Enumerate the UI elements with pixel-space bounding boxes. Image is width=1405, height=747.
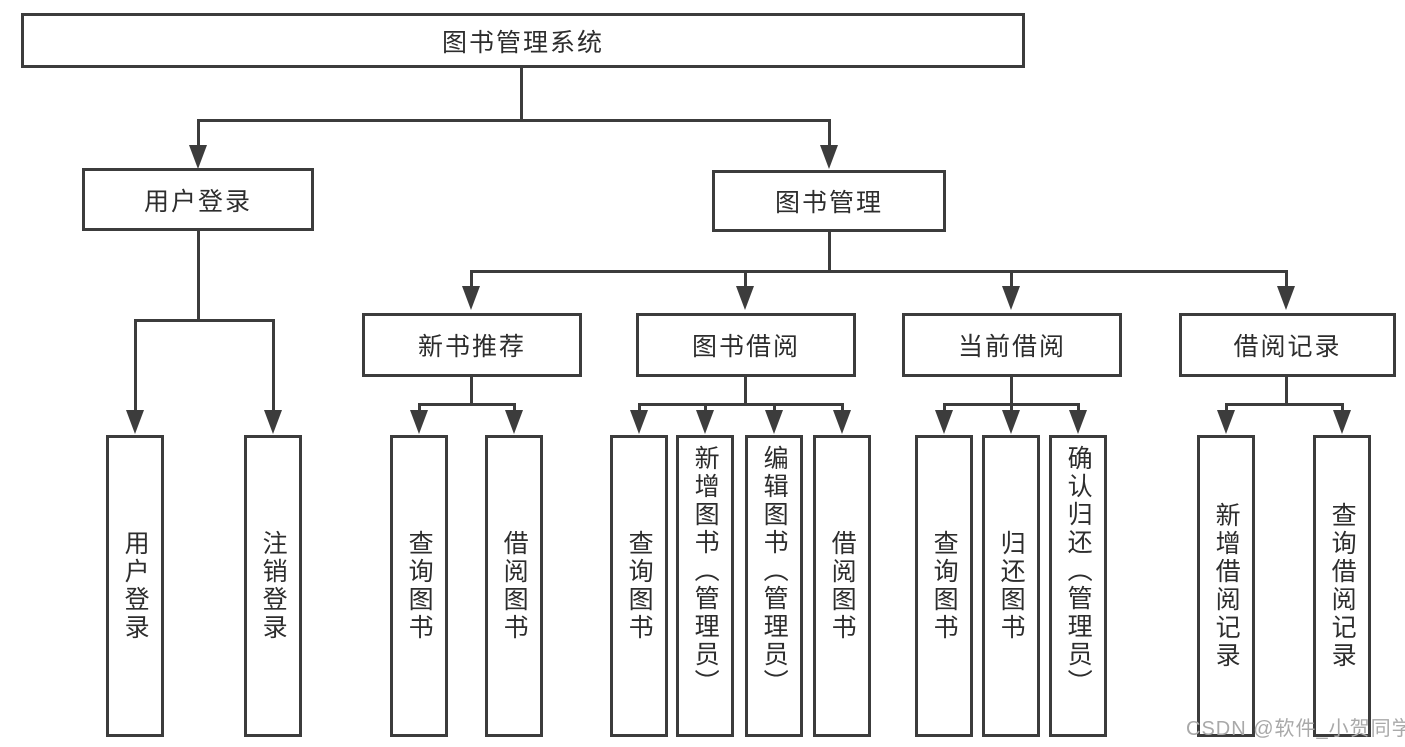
arrowhead-icon [462,286,480,310]
connector-stem [841,403,844,412]
leaf-query-borrow-record: 查询借阅记录 [1313,435,1371,737]
leaf-user-login: 用户登录 [106,435,164,737]
leaf-label: 新增借阅记录 [1212,502,1241,670]
connector-stem [828,232,831,273]
connector-stem [1077,403,1080,412]
connector-root-stem [520,66,523,121]
leaf-label: 查询图书 [405,530,434,642]
leaf-query-books-2: 查询图书 [610,435,668,737]
arrowhead-icon [630,410,648,434]
connector-stem [470,270,473,287]
watermark-text: CSDN @软件_小贺同学 [1186,718,1405,740]
leaf-label: 借阅图书 [500,530,529,642]
connector-stem [134,319,137,411]
arrowhead-icon [1002,286,1020,310]
arrowhead-icon [1069,410,1087,434]
connector-stem [272,319,275,411]
arrowhead-icon [935,410,953,434]
node-book-borrow: 图书借阅 [636,313,856,377]
arrowhead-icon [410,410,428,434]
connector-stem [1341,403,1344,412]
arrowhead-icon [505,410,523,434]
node-borrow-record: 借阅记录 [1179,313,1396,377]
node-new-book-recommend-label: 新书推荐 [417,333,526,361]
node-book-management-label: 图书管理 [774,189,883,217]
leaf-label: 查询图书 [930,530,959,642]
leaf-borrow-books-2: 借阅图书 [813,435,871,737]
connector-stem [1010,270,1013,287]
connector-branch [638,403,843,406]
node-book-management: 图书管理 [712,170,946,232]
connector-stem [513,403,516,412]
arrowhead-icon [1002,410,1020,434]
leaf-add-books-admin: 新增图书（管理员） [676,435,734,737]
connector-stem [1225,403,1228,412]
connector-stem [1010,403,1013,412]
leaf-label: 注销登录 [259,530,288,642]
connector-stem [638,403,641,412]
connector-stem [197,231,200,321]
connector-stem [197,119,200,149]
connector-stem [828,119,831,149]
leaf-add-borrow-record: 新增借阅记录 [1197,435,1255,737]
node-user-login-label: 用户登录 [143,187,252,216]
leaf-label: 编辑图书（管理员） [760,445,789,697]
arrowhead-icon [1217,410,1235,434]
connector-stem [470,377,473,406]
arrowhead-icon [264,410,282,434]
node-root-label: 图书管理系统 [441,28,604,57]
arrowhead-icon [126,410,144,434]
leaf-label: 归还图书 [997,530,1026,642]
node-current-borrow: 当前借阅 [902,313,1122,377]
node-book-borrow-label: 图书借阅 [691,333,800,361]
connector-stem [704,403,707,412]
leaf-confirm-return-admin: 确认归还（管理员） [1049,435,1107,737]
connector-stem [943,403,946,412]
connector-stem [744,270,747,287]
leaf-label: 确认归还（管理员） [1064,445,1093,697]
node-borrow-record-label: 借阅记录 [1233,333,1342,361]
node-root: 图书管理系统 [21,13,1025,68]
leaf-borrow-books-1: 借阅图书 [485,435,543,737]
connector-branch [418,403,516,406]
connector-branch [470,270,1288,273]
arrowhead-icon [736,286,754,310]
connector-stem [418,403,421,412]
connector-branch [134,319,275,322]
leaf-label: 用户登录 [121,530,150,642]
node-current-borrow-label: 当前借阅 [957,333,1066,361]
leaf-logout: 注销登录 [244,435,302,737]
connector-branch [1225,403,1344,406]
leaf-label: 新增图书（管理员） [691,445,720,697]
arrowhead-icon [189,145,207,169]
leaf-edit-books-admin: 编辑图书（管理员） [745,435,803,737]
arrowhead-icon [833,410,851,434]
node-new-book-recommend: 新书推荐 [362,313,582,377]
leaf-query-books-1: 查询图书 [390,435,448,737]
connector-stem [1010,377,1013,406]
node-user-login: 用户登录 [82,168,314,231]
connector-stem [1285,270,1288,287]
leaf-query-books-3: 查询图书 [915,435,973,737]
leaf-label: 查询借阅记录 [1328,502,1357,670]
arrowhead-icon [1277,286,1295,310]
connector-stem [744,377,747,406]
arrowhead-icon [765,410,783,434]
arrowhead-icon [696,410,714,434]
leaf-label: 借阅图书 [828,530,857,642]
leaf-label: 查询图书 [625,530,654,642]
connector-stem [1285,377,1288,406]
connector-stem [773,403,776,412]
connector-root-branch [197,119,831,122]
leaf-return-books: 归还图书 [982,435,1040,737]
arrowhead-icon [820,145,838,169]
arrowhead-icon [1333,410,1351,434]
